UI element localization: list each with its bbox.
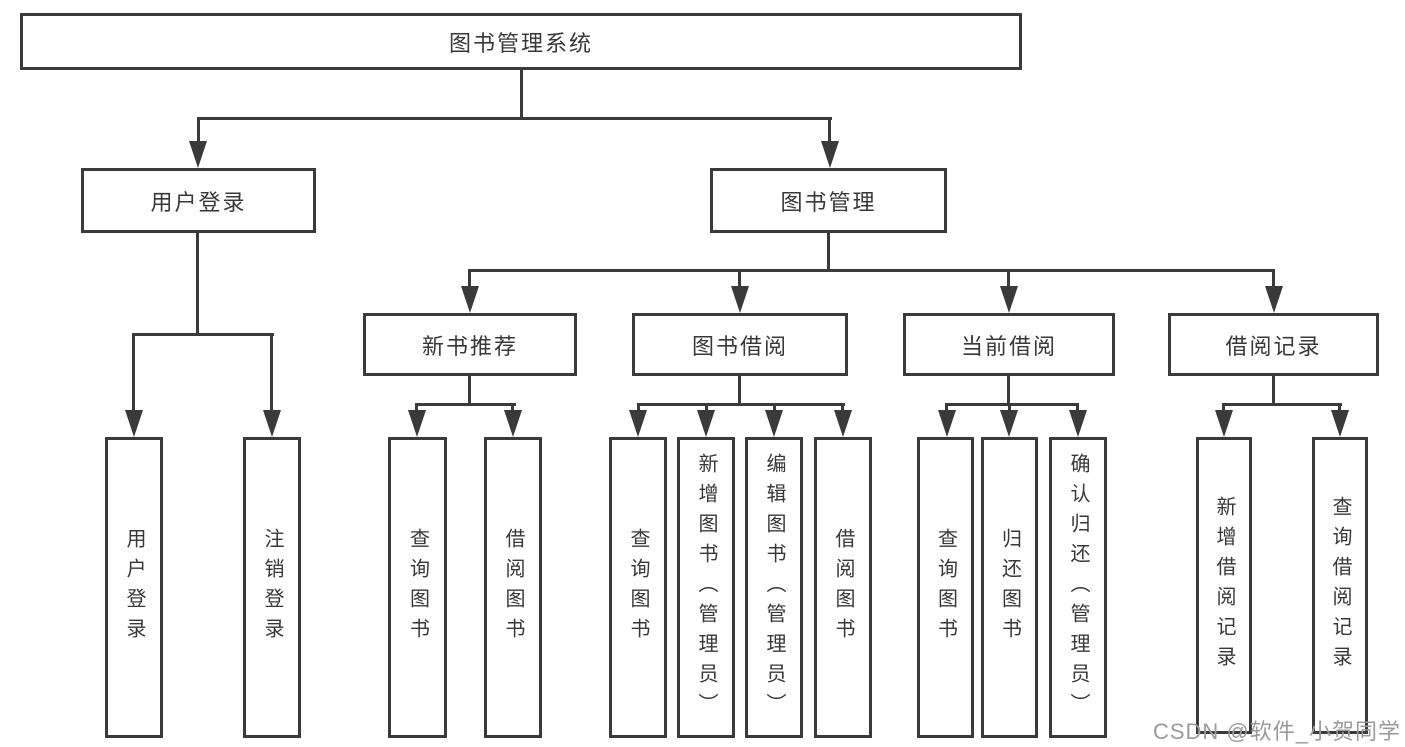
connector-stem-bb-query-books: [637, 403, 640, 413]
connector-user-login-stem: [196, 232, 199, 336]
arrow-to-bb-borrow-books: [834, 410, 852, 437]
leaf-user-login: 用户登录: [105, 437, 163, 738]
connector-stem-cb-return-books: [1008, 403, 1011, 413]
arrow-to-leaf-logout: [263, 410, 281, 437]
connector-stem-book-borrow: [738, 269, 741, 288]
connector-stem-leaf-user-login: [132, 333, 135, 412]
connector-stem-borrow-records: [1272, 269, 1275, 288]
node-user-login: 用户登录: [81, 168, 316, 233]
leaf-bb-edit-books-admin: 编辑图书（管理员）: [745, 437, 803, 738]
connector-new-book-recommend-stem: [468, 375, 471, 406]
connector-stem-br-query-record: [1338, 403, 1341, 413]
arrow-to-cb-confirm-return: [1069, 410, 1087, 437]
connector-stem-user-login: [197, 117, 200, 144]
arrow-to-current-borrow: [1000, 286, 1018, 313]
arrow-to-new-book-recommend: [461, 286, 479, 313]
connector-borrow-records-crossbar: [1223, 403, 1342, 406]
arrow-to-user-login: [189, 141, 207, 168]
node-new-book-recommend: 新书推荐: [363, 313, 577, 376]
arrow-to-br-add-record: [1215, 410, 1233, 437]
connector-user-login-crossbar: [132, 333, 274, 336]
connector-stem-cb-confirm-return: [1076, 403, 1079, 413]
arrow-to-borrow-records: [1265, 286, 1283, 313]
leaf-cb-confirm-return-admin: 确认归还（管理员）: [1049, 437, 1107, 738]
leaf-rec-borrow-books: 借阅图书: [484, 437, 542, 738]
connector-root-crossbar: [197, 117, 832, 120]
arrow-to-bb-query-books: [629, 410, 647, 437]
leaf-rec-query-books: 查询图书: [388, 437, 447, 738]
node-book-management: 图书管理: [710, 168, 947, 233]
arrow-to-leaf-user-login: [125, 410, 143, 437]
csdn-watermark: CSDN @软件_小贺同学: [1152, 719, 1401, 744]
connector-stem-rec-query-books: [415, 403, 418, 413]
connector-stem-current-borrow: [1007, 269, 1010, 288]
arrow-to-book-management: [821, 141, 839, 168]
connector-stem-cb-query-books: [945, 403, 948, 413]
connector-stem-new-book-recommend: [468, 269, 471, 288]
connector-stem-bb-borrow-books: [841, 403, 844, 413]
leaf-logout-login: 注销登录: [243, 437, 301, 738]
leaf-cb-query-books: 查询图书: [917, 437, 974, 738]
connector-book-management-crossbar: [468, 269, 1275, 272]
connector-book-borrow-stem: [738, 375, 741, 406]
connector-stem-book-management: [828, 117, 831, 144]
leaf-cb-return-books: 归还图书: [981, 437, 1038, 738]
leaf-bb-borrow-books: 借阅图书: [814, 437, 872, 738]
connector-stem-leaf-logout: [270, 333, 273, 412]
node-book-borrow: 图书借阅: [632, 313, 848, 376]
arrow-to-bb-add-books: [697, 410, 715, 437]
leaf-bb-add-books-admin: 新增图书（管理员）: [677, 437, 735, 738]
arrow-to-br-query-record: [1331, 410, 1349, 437]
arrow-to-cb-query-books: [938, 410, 956, 437]
leaf-bb-query-books: 查询图书: [609, 437, 667, 738]
connector-root-stem: [520, 69, 523, 120]
arrow-to-rec-query-books: [408, 410, 426, 437]
arrow-to-cb-return-books: [1000, 410, 1018, 437]
connector-book-management-stem: [827, 232, 830, 272]
connector-current-borrow-stem: [1007, 375, 1010, 406]
leaf-br-query-borrow-record: 查询借阅记录: [1312, 437, 1368, 734]
arrow-to-bb-edit-books: [765, 410, 783, 437]
connector-borrow-records-stem: [1272, 375, 1275, 406]
connector-current-borrow-crossbar: [946, 403, 1079, 406]
arrow-to-book-borrow: [731, 286, 749, 313]
connector-stem-br-add-record: [1222, 403, 1225, 413]
node-borrow-records: 借阅记录: [1168, 313, 1379, 376]
node-library-management-system: 图书管理系统: [20, 13, 1022, 70]
node-current-borrow: 当前借阅: [903, 313, 1115, 376]
connector-stem-rec-borrow-books: [511, 403, 514, 413]
leaf-br-add-borrow-record: 新增借阅记录: [1196, 437, 1252, 734]
connector-stem-bb-edit-books: [773, 403, 776, 413]
arrow-to-rec-borrow-books: [504, 410, 522, 437]
connector-new-book-recommend-crossbar: [416, 403, 516, 406]
connector-book-borrow-crossbar: [637, 403, 845, 406]
connector-stem-bb-add-books: [705, 403, 708, 413]
